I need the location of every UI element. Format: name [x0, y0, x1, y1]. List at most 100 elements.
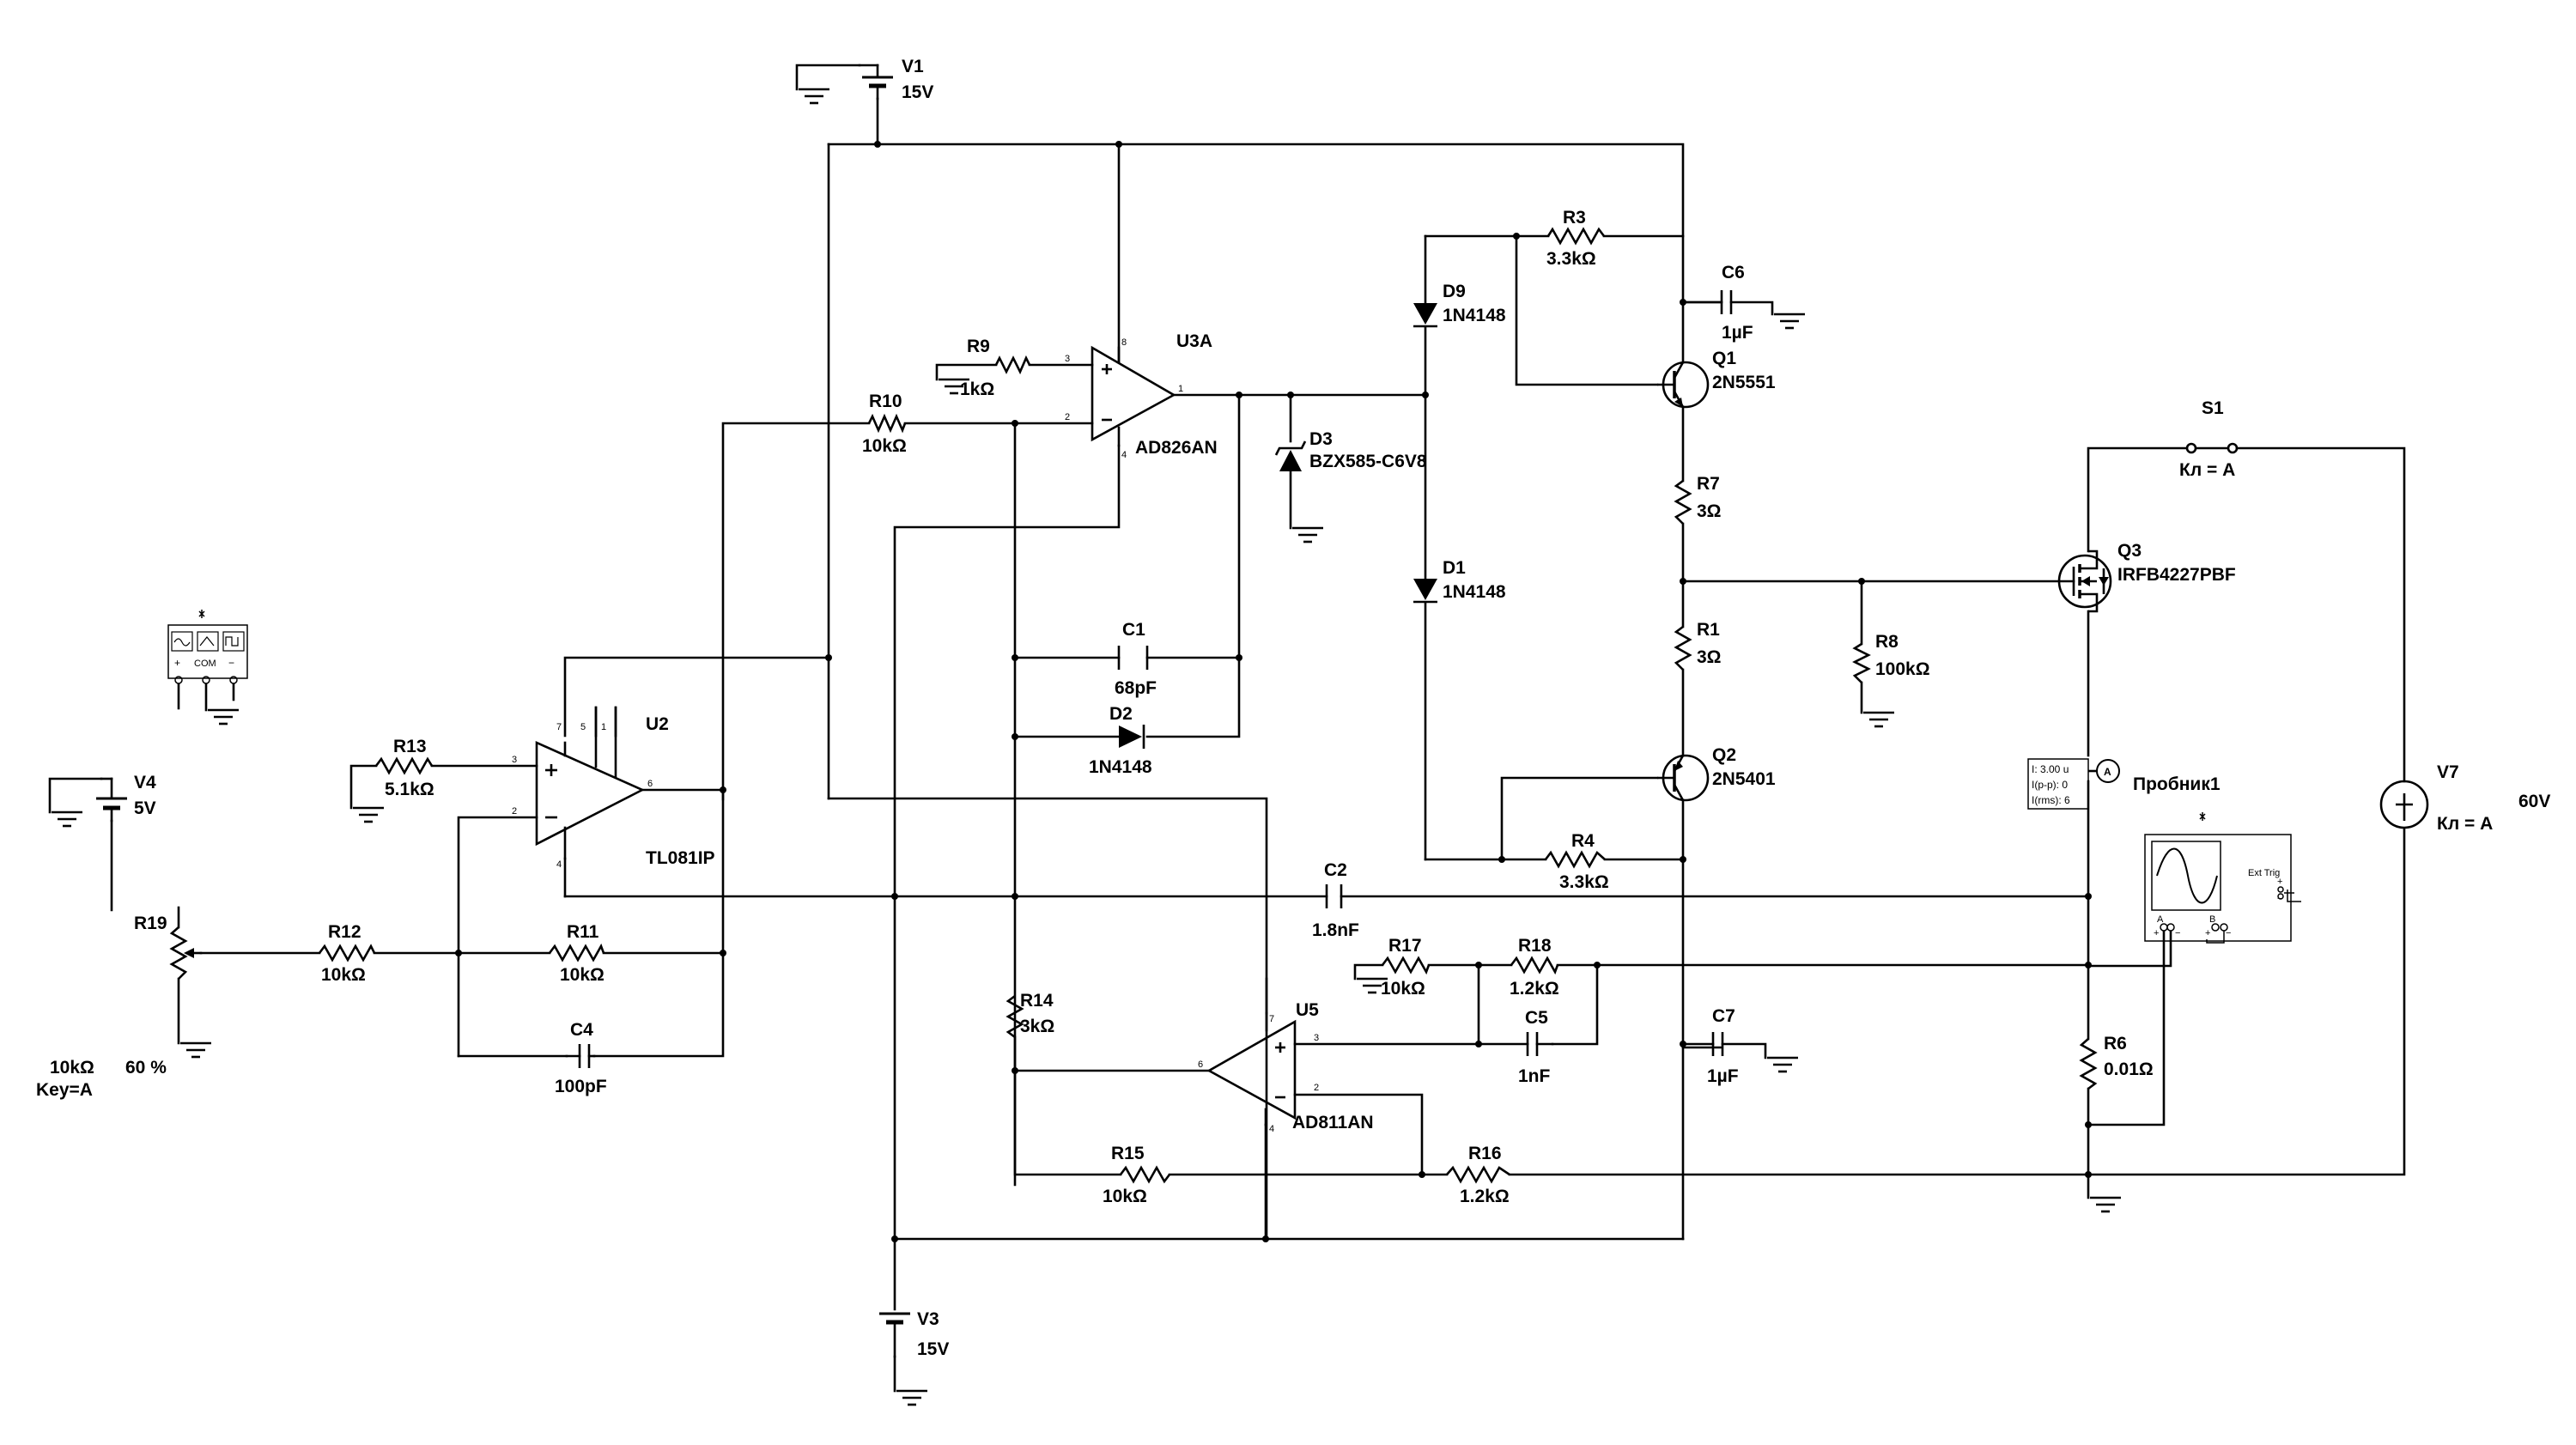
capacitor-c4[interactable]: C4 100pF [555, 1020, 607, 1096]
v4-ref: V4 [134, 773, 156, 792]
r6-value: 0.01Ω [2104, 1059, 2154, 1079]
capacitor-c1[interactable]: C1 68pF [1115, 620, 1157, 698]
transistor-q2[interactable]: Q2 2N5401 [1657, 745, 1776, 802]
current-probe[interactable]: I: 3.00 u I(p-p): 0 I(rms): 6 A Пробник1 [2027, 758, 2221, 810]
zener-d3[interactable]: D3 BZX585-C6V8 [1274, 429, 1427, 471]
opamp-u5[interactable]: 3 2 6 7 4 U5 AD811AN [1198, 1000, 1374, 1134]
resistor-r4[interactable]: R4 3.3kΩ [1544, 831, 1609, 892]
resistor-r17[interactable]: R17 10kΩ [1381, 936, 1431, 999]
c1-ref: C1 [1122, 620, 1145, 640]
r19-percent: 60 % [125, 1058, 167, 1078]
battery-v3[interactable]: V3 15V [879, 1309, 949, 1359]
r1-value: 3Ω [1697, 647, 1722, 667]
oscilloscope-a-plus: + [2154, 928, 2159, 938]
svg-text:4: 4 [556, 859, 562, 870]
c5-value: 1nF [1518, 1066, 1551, 1086]
c1-value: 68pF [1115, 678, 1157, 698]
v4-value: 5V [134, 798, 156, 818]
resistor-r9[interactable]: R9 1kΩ [960, 337, 1031, 399]
resistor-r7[interactable]: R7 3Ω [1674, 474, 1722, 525]
svg-text:3: 3 [1065, 354, 1070, 364]
resistor-r12[interactable]: R12 10kΩ [318, 922, 376, 985]
potentiometer-r19[interactable]: R19 10kΩ 60 % Key=A [36, 914, 203, 1100]
source-v7[interactable]: V7 Кл = A 60V [2379, 762, 2550, 834]
resistor-r13[interactable]: R13 5.1kΩ [374, 737, 434, 799]
oscilloscope[interactable]: Ext Trig A B + − + − + − [2144, 812, 2301, 944]
svg-text:8: 8 [1121, 337, 1127, 348]
oscilloscope-icon [2199, 812, 2206, 821]
d9-value: 1N4148 [1443, 306, 1506, 325]
svg-text:4: 4 [1269, 1124, 1274, 1134]
v3-ref: V3 [917, 1309, 939, 1329]
svg-text:5: 5 [580, 722, 586, 732]
c6-ref: C6 [1722, 263, 1745, 282]
d2-ref: D2 [1109, 704, 1133, 724]
resistor-r14[interactable]: R14 3kΩ [1005, 991, 1054, 1039]
resistor-r3[interactable]: R3 3.3kΩ [1546, 208, 1606, 269]
d2-value: 1N4148 [1089, 757, 1152, 777]
r19-ref: R19 [134, 914, 167, 933]
oscilloscope-a-minus: − [2175, 928, 2180, 938]
opamp-u3a[interactable]: 3 2 1 8 4 U3A AD826AN [1065, 331, 1218, 460]
capacitor-c7[interactable]: C7 1µF [1707, 1006, 1767, 1086]
svg-text:7: 7 [1269, 1014, 1274, 1024]
probe-line-2: I(p-p): 0 [2032, 779, 2068, 791]
resistor-r1[interactable]: R1 3Ω [1674, 620, 1722, 671]
r15-ref: R15 [1111, 1144, 1145, 1163]
resistor-r6[interactable]: R6 0.01Ω [2079, 1034, 2154, 1090]
oscilloscope-ch-a: A [2157, 914, 2164, 925]
d3-ref: D3 [1309, 429, 1333, 449]
function-generator[interactable]: + COM − [167, 610, 248, 684]
mosfet-q3[interactable]: Q3 IRFB4227PBF [2057, 541, 2236, 613]
c4-ref: C4 [570, 1020, 593, 1040]
resistor-r18[interactable]: R18 1.2kΩ [1510, 936, 1559, 999]
function-generator-minus: − [228, 657, 234, 669]
probe-name: Пробник1 [2133, 774, 2221, 794]
svg-text:2: 2 [1065, 412, 1070, 422]
q2-value: 2N5401 [1712, 769, 1776, 789]
transistor-q1[interactable]: Q1 2N5551 [1657, 349, 1776, 409]
resistor-r11[interactable]: R11 10kΩ [548, 922, 605, 985]
s1-ref: S1 [2202, 398, 2224, 418]
r14-value: 3kΩ [1020, 1017, 1054, 1036]
resistor-r8[interactable]: R8 100kΩ [1852, 632, 1930, 683]
capacitor-c5[interactable]: C5 1nF [1518, 1008, 1554, 1086]
battery-v4[interactable]: V4 5V [96, 773, 156, 823]
svg-text:2: 2 [512, 806, 517, 817]
svg-text:6: 6 [1198, 1059, 1203, 1070]
d1-value: 1N4148 [1443, 582, 1506, 602]
svg-text:1: 1 [601, 722, 606, 732]
svg-text:4: 4 [1121, 450, 1127, 460]
r1-ref: R1 [1697, 620, 1720, 640]
r14-ref: R14 [1020, 991, 1054, 1011]
r19-key: Key=A [36, 1080, 93, 1100]
battery-v1[interactable]: V1 15V [858, 57, 933, 102]
u5-value: AD811AN [1292, 1113, 1374, 1132]
v3-value: 15V [917, 1339, 949, 1359]
d1-ref: D1 [1443, 558, 1466, 578]
r16-value: 1.2kΩ [1460, 1187, 1510, 1206]
resistor-r10[interactable]: R10 10kΩ [862, 392, 907, 456]
v1-ref: V1 [902, 57, 924, 76]
opamp-u2[interactable]: 3 2 6 7 5 1 4 U2 TL081IP [512, 706, 715, 870]
svg-text:3: 3 [512, 755, 517, 765]
oscilloscope-ext-trig: Ext Trig [2248, 868, 2280, 878]
diode-d9[interactable]: D9 1N4148 [1413, 282, 1506, 328]
resistor-r15[interactable]: R15 10kΩ [1103, 1144, 1171, 1206]
diode-d1[interactable]: D1 1N4148 [1413, 558, 1506, 604]
r8-ref: R8 [1875, 632, 1899, 652]
s1-key: Кл = A [2179, 460, 2235, 480]
oscilloscope-b-plus: + [2205, 928, 2210, 938]
c7-ref: C7 [1712, 1006, 1735, 1026]
switch-s1[interactable]: S1 Кл = A [2179, 398, 2239, 480]
probe-line-3: I(rms): 6 [2032, 794, 2070, 806]
capacitor-c2[interactable]: C2 1.8nF [1312, 860, 1359, 940]
r12-ref: R12 [328, 922, 361, 942]
r18-value: 1.2kΩ [1510, 979, 1559, 999]
u3a-ref: U3A [1176, 331, 1212, 351]
capacitor-c6[interactable]: C6 1µF [1681, 263, 1774, 343]
resistor-r16[interactable]: R16 1.2kΩ [1446, 1144, 1510, 1206]
r18-ref: R18 [1518, 936, 1552, 956]
diode-d2[interactable]: D2 1N4148 [1089, 704, 1152, 777]
